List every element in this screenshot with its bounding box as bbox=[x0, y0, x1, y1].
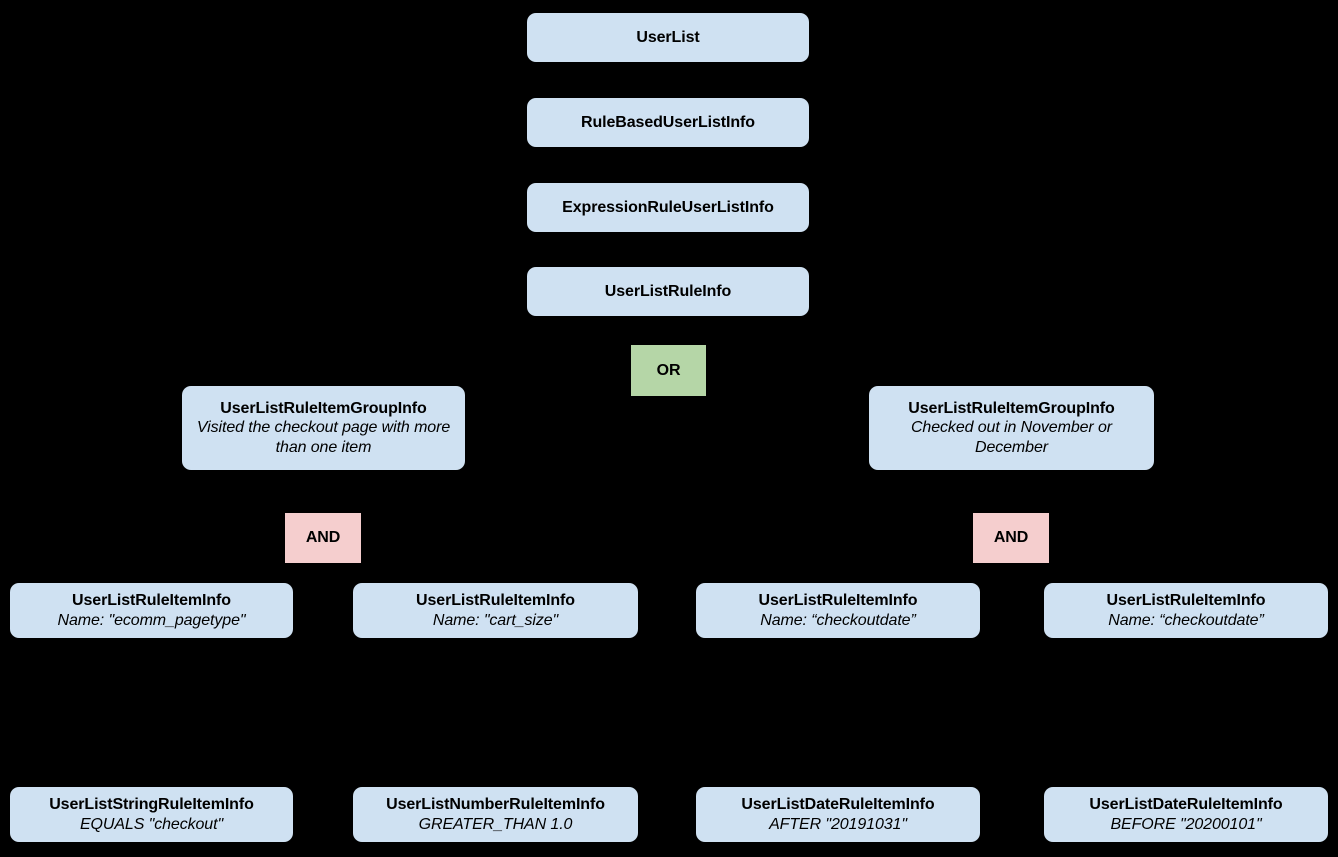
node-date-rule-item-info-after[interactable]: UserListDateRuleItemInfo AFTER "20191031… bbox=[696, 787, 980, 842]
node-name-line: Name: “checkoutdate” bbox=[760, 611, 916, 629]
edge-and-right-to-item3 bbox=[837, 562, 989, 584]
edge-group-left-to-and bbox=[321, 469, 324, 514]
node-string-rule-item-info[interactable]: UserListStringRuleItemInfo EQUALS "check… bbox=[10, 787, 293, 842]
node-title: UserListRuleInfo bbox=[604, 282, 732, 300]
operator-and-right[interactable]: AND bbox=[973, 513, 1049, 563]
node-rule-item-checkoutdate-before[interactable]: UserListRuleItemInfo Name: “checkoutdate… bbox=[1044, 583, 1328, 638]
edge-or-to-group-left bbox=[339, 370, 649, 387]
node-condition: BEFORE "20200101" bbox=[1110, 815, 1262, 833]
edge-or-to-group-right bbox=[689, 370, 996, 387]
node-title: UserListRuleItemInfo bbox=[416, 591, 575, 609]
node-expressionruleuserlistinfo[interactable]: ExpressionRuleUserListInfo bbox=[527, 183, 809, 232]
node-userlistruleinfo[interactable]: UserListRuleInfo bbox=[527, 267, 809, 316]
node-number-rule-item-info[interactable]: UserListNumberRuleItemInfo GREATER_THAN … bbox=[353, 787, 638, 842]
operator-label: AND bbox=[993, 529, 1029, 547]
node-title: UserListRuleItemInfo bbox=[72, 591, 231, 609]
node-name-line: Name: "ecomm_pagetype" bbox=[57, 611, 246, 629]
node-title: RuleBasedUserListInfo bbox=[581, 113, 755, 131]
operator-or[interactable]: OR bbox=[631, 345, 706, 396]
node-rulebaseduserlistinfo[interactable]: RuleBasedUserListInfo bbox=[527, 98, 809, 147]
node-description: Visited the checkout page with more than… bbox=[196, 419, 451, 456]
node-title: UserListRuleItemGroupInfo bbox=[220, 399, 427, 417]
node-rule-item-cart-size[interactable]: UserListRuleItemInfo Name: "cart_size" bbox=[353, 583, 638, 638]
node-name-line: Name: “checkoutdate” bbox=[1108, 611, 1264, 629]
node-condition: GREATER_THAN 1.0 bbox=[418, 815, 573, 833]
operator-and-left[interactable]: AND bbox=[285, 513, 361, 563]
node-title: UserListStringRuleItemInfo bbox=[49, 795, 254, 813]
operator-label: AND bbox=[305, 529, 341, 547]
edge-and-left-to-item1 bbox=[150, 562, 301, 584]
node-title: UserListDateRuleItemInfo bbox=[741, 795, 935, 813]
node-date-rule-item-info-before[interactable]: UserListDateRuleItemInfo BEFORE "2020010… bbox=[1044, 787, 1328, 842]
edge-and-left-to-item2 bbox=[344, 562, 496, 584]
node-condition: EQUALS "checkout" bbox=[79, 815, 224, 833]
node-title: UserListNumberRuleItemInfo bbox=[386, 795, 605, 813]
node-title: UserListRuleItemInfo bbox=[1106, 591, 1266, 609]
node-title: UserListDateRuleItemInfo bbox=[1089, 795, 1283, 813]
node-title: UserListRuleItemInfo bbox=[758, 591, 918, 609]
node-rule-item-group-left[interactable]: UserListRuleItemGroupInfo Visited the ch… bbox=[182, 386, 465, 470]
node-rule-item-ecomm-pagetype[interactable]: UserListRuleItemInfo Name: "ecomm_pagety… bbox=[10, 583, 293, 638]
operator-label: OR bbox=[656, 361, 681, 379]
node-rule-item-checkoutdate-after[interactable]: UserListRuleItemInfo Name: “checkoutdate… bbox=[696, 583, 980, 638]
node-condition: AFTER "20191031" bbox=[769, 815, 907, 833]
node-userlist[interactable]: UserList bbox=[527, 13, 809, 62]
edge-and-right-to-item4 bbox=[1033, 562, 1187, 584]
node-title: UserList bbox=[636, 28, 700, 46]
node-description: Checked out in November or December bbox=[910, 419, 1113, 456]
node-name-line: Name: "cart_size" bbox=[432, 611, 559, 629]
node-title: UserListRuleItemGroupInfo bbox=[908, 399, 1115, 417]
node-rule-item-group-right[interactable]: UserListRuleItemGroupInfo Checked out in… bbox=[869, 386, 1154, 470]
node-title: ExpressionRuleUserListInfo bbox=[562, 198, 774, 216]
